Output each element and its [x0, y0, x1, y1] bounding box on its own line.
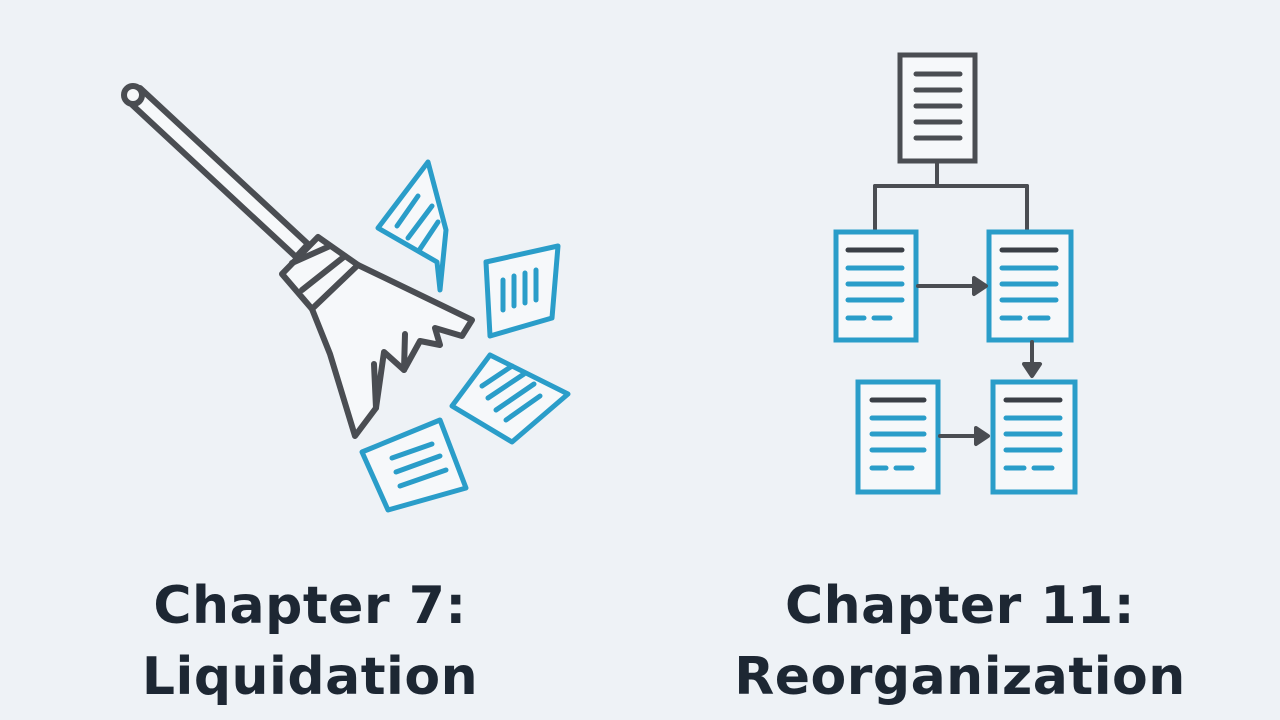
- broom-icon: [121, 83, 475, 439]
- document-icon: [855, 379, 941, 495]
- document-icon: [897, 52, 978, 164]
- broom-sweeping-papers-icon: [121, 83, 571, 513]
- connector-lines: [873, 159, 1029, 232]
- chapter-7-panel: Chapter 7: Liquidation: [121, 83, 571, 707]
- chapter-11-subtitle: Reorganization: [734, 647, 1186, 707]
- arrow-icon: [1022, 340, 1042, 378]
- chapter-7-subtitle: Liquidation: [141, 647, 479, 707]
- chapter-7-title: Chapter 7:: [153, 576, 467, 636]
- arrow-icon: [938, 426, 990, 446]
- arrow-icon: [916, 276, 988, 296]
- document-icon: [833, 229, 919, 343]
- paper-icon: [375, 159, 449, 293]
- document-flow-chart-icon: [833, 52, 1078, 495]
- chapter-11-panel: Chapter 11: Reorganization: [640, 0, 1280, 720]
- document-icon: [990, 379, 1078, 495]
- paper-icon: [449, 352, 571, 445]
- paper-icon: [359, 417, 469, 513]
- chapter-11-title: Chapter 11:: [784, 576, 1136, 636]
- document-icon: [986, 229, 1074, 343]
- paper-icon: [483, 243, 561, 339]
